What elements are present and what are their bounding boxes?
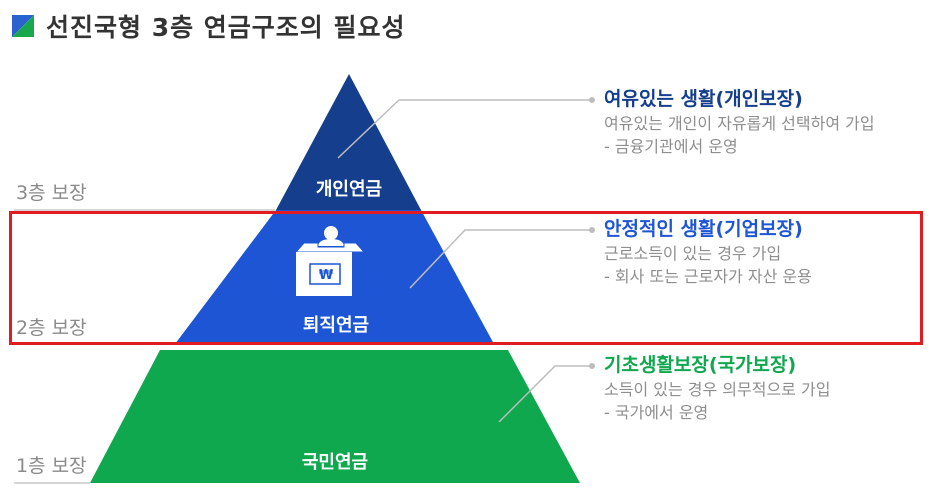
leader-dot-2: [589, 227, 595, 233]
description-heading: 여유있는 생활(개인보장): [604, 88, 803, 110]
description-retirement: 안정적인 생활(기업보장) 근로소득이 있는 경우 가입 - 회사 또는 근로자…: [604, 216, 812, 288]
leader-line-3: [337, 99, 590, 159]
description-line: - 금융기관에서 운영: [604, 137, 738, 156]
money-box-icon: [294, 226, 366, 296]
title-marker-icon: [12, 15, 34, 37]
tier-label-national: 국민연금: [301, 452, 369, 473]
tier-1-national: [90, 350, 580, 483]
description-individual: 여유있는 생활(개인보장) 여유있는 개인이 자유롭게 선택하여 가입 - 금융…: [604, 86, 875, 158]
tier-label-individual: 개인연금: [315, 179, 383, 200]
highlight-box: [9, 211, 923, 345]
leader-dot-1: [589, 363, 595, 369]
tier-3-individual: [276, 74, 421, 210]
leader-line-1: [498, 365, 590, 423]
level-label-2: 2층 보장: [16, 317, 87, 339]
description-line: 여유있는 개인이 자유롭게 선택하여 가입: [604, 114, 875, 133]
description-line: - 회사 또는 근로자가 자산 운용: [604, 267, 812, 286]
description-line: - 국가에서 운영: [604, 403, 709, 422]
page-title-row: 선진국형 3층 연금구조의 필요성: [12, 4, 406, 48]
page-title: 선진국형 3층 연금구조의 필요성: [46, 13, 406, 42]
tier-label-retirement: 퇴직연금: [302, 315, 370, 336]
level-label-1: 1층 보장: [16, 455, 87, 477]
leader-line-2: [409, 229, 590, 289]
description-heading: 기초생활보장(국가보장): [604, 354, 797, 376]
description-line: 소득이 있는 경우 의무적으로 가입: [604, 380, 831, 399]
won-symbol: ₩: [318, 268, 334, 283]
description-heading: 안정적인 생활(기업보장): [604, 218, 803, 240]
description-national: 기초생활보장(국가보장) 소득이 있는 경우 의무적으로 가입 - 국가에서 운…: [604, 352, 830, 424]
description-line: 근로소득이 있는 경우 가입: [604, 244, 782, 263]
leader-dot-3: [589, 97, 595, 103]
level-label-3: 3층 보장: [16, 182, 87, 204]
